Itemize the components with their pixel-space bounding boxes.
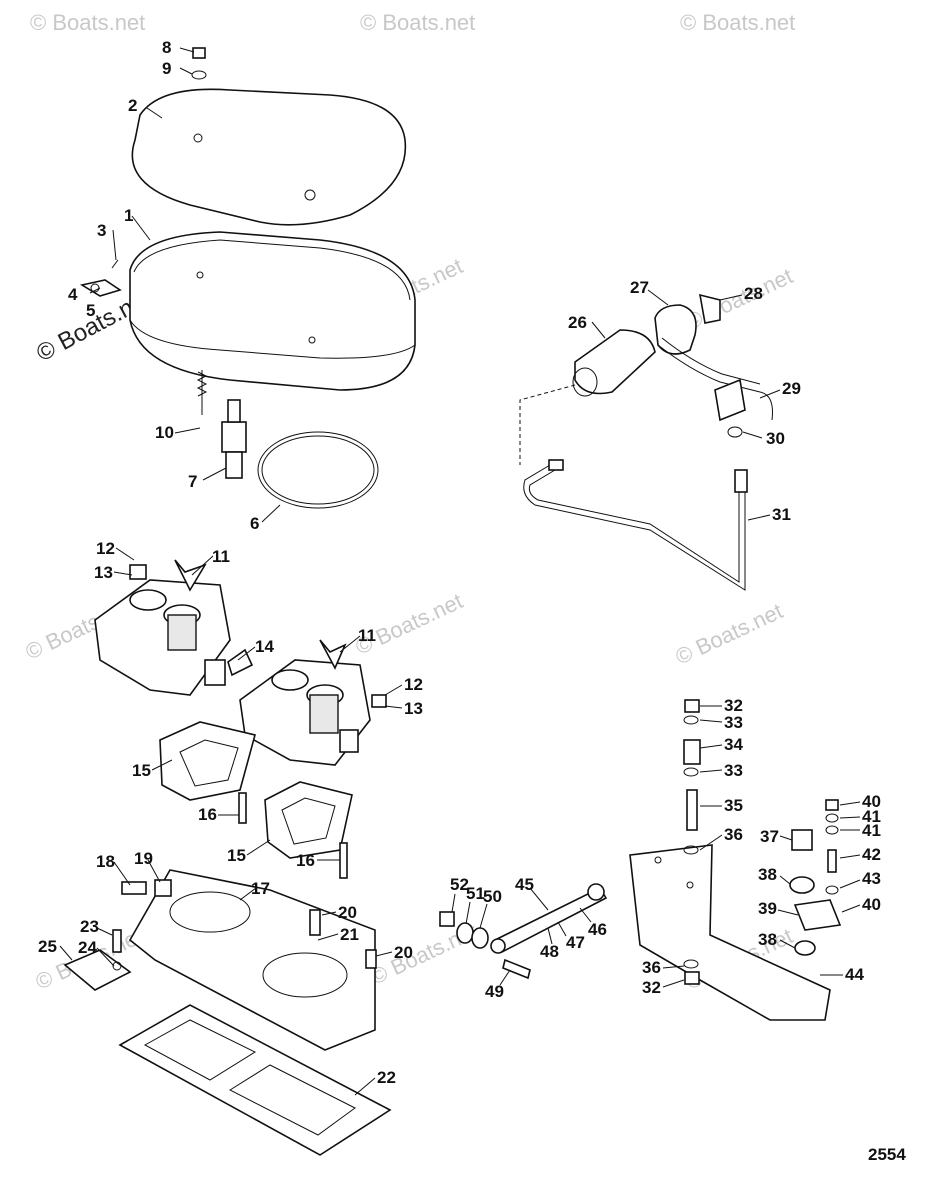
callout-13: 13 [404, 699, 423, 718]
callout-19: 19 [134, 849, 153, 868]
callout-27: 27 [630, 278, 649, 297]
callout-11: 11 [358, 626, 376, 645]
callout-20: 20 [338, 903, 357, 922]
callout-38: 38 [758, 930, 777, 949]
callout-33: 33 [724, 761, 743, 780]
callout-15: 15 [132, 761, 151, 780]
bracket-drawing [629, 699, 842, 1021]
callout-36: 36 [724, 825, 743, 844]
callout-21: 21 [340, 925, 359, 944]
callout-32: 32 [642, 978, 661, 997]
leader-lines [59, 47, 861, 1096]
callout-33: 33 [724, 713, 743, 732]
callout-7: 7 [188, 472, 197, 491]
callout-14: 14 [255, 637, 274, 656]
callout-labels: 8 9 2 1 3 4 5 10 7 6 12 13 11 14 11 12 1… [38, 38, 881, 1087]
gaskets-drawing [159, 721, 353, 879]
linkage-drawing [439, 883, 608, 980]
callout-34: 34 [724, 735, 743, 754]
sensor-drawing [196, 370, 247, 479]
watermark: © Boats.net [672, 598, 787, 669]
callout-40: 40 [862, 792, 881, 811]
callout-32: 32 [724, 696, 743, 715]
callout-8: 8 [162, 38, 171, 57]
callout-31: 31 [772, 505, 791, 524]
callout-23: 23 [80, 917, 99, 936]
o-ring-drawing [257, 431, 379, 509]
fuel-filter-drawing [519, 293, 773, 591]
callout-3: 3 [97, 221, 106, 240]
callout-17: 17 [251, 879, 270, 898]
callout-39: 39 [758, 899, 777, 918]
callout-1: 1 [124, 206, 133, 225]
callout-9: 9 [162, 59, 171, 78]
callout-47: 47 [566, 933, 585, 952]
callout-12: 12 [96, 539, 115, 558]
callout-43: 43 [862, 869, 881, 888]
callout-10: 10 [155, 423, 174, 442]
callout-28: 28 [744, 284, 763, 303]
callout-16: 16 [296, 851, 315, 870]
callout-52: 52 [450, 875, 469, 894]
callout-42: 42 [862, 845, 881, 864]
callout-46: 46 [588, 920, 607, 939]
callout-44: 44 [845, 965, 864, 984]
callout-22: 22 [377, 1068, 396, 1087]
callout-51: 51 [466, 884, 485, 903]
watermark: © Boats.net [360, 10, 475, 35]
callout-26: 26 [568, 313, 587, 332]
callout-25: 25 [38, 937, 57, 956]
callout-12: 12 [404, 675, 423, 694]
callout-41: 41 [862, 821, 881, 840]
callout-15: 15 [227, 846, 246, 865]
callout-48: 48 [540, 942, 559, 961]
callout-20: 20 [394, 943, 413, 962]
throttle-body-left-drawing [94, 559, 231, 696]
callout-45: 45 [515, 875, 534, 894]
figure-number: 2554 [868, 1145, 906, 1164]
air-filter-cover-drawing [131, 47, 407, 226]
callout-13: 13 [94, 563, 113, 582]
air-filter-housing-drawing [79, 231, 416, 391]
callout-2: 2 [128, 96, 137, 115]
callout-6: 6 [250, 514, 259, 533]
callout-37: 37 [760, 827, 779, 846]
watermark: © Boats.net [680, 10, 795, 35]
callout-30: 30 [766, 429, 785, 448]
callout-16: 16 [198, 805, 217, 824]
callout-35: 35 [724, 796, 743, 815]
watermark: © Boats.net [352, 588, 467, 659]
callout-4: 4 [68, 285, 78, 304]
callout-38: 38 [758, 865, 777, 884]
callout-11: 11 [212, 547, 230, 566]
callout-36: 36 [642, 958, 661, 977]
callout-5: 5 [86, 301, 95, 320]
manifold-plate-drawing [63, 869, 392, 1156]
callout-49: 49 [485, 982, 504, 1001]
callout-18: 18 [96, 852, 115, 871]
watermark: © Boats.net [30, 10, 145, 35]
callout-24: 24 [78, 938, 97, 957]
callout-50: 50 [483, 887, 502, 906]
callout-41: 41 [862, 807, 881, 826]
callout-40: 40 [862, 895, 881, 914]
watermark: © Boats.net [682, 263, 797, 334]
callout-29: 29 [782, 379, 801, 398]
